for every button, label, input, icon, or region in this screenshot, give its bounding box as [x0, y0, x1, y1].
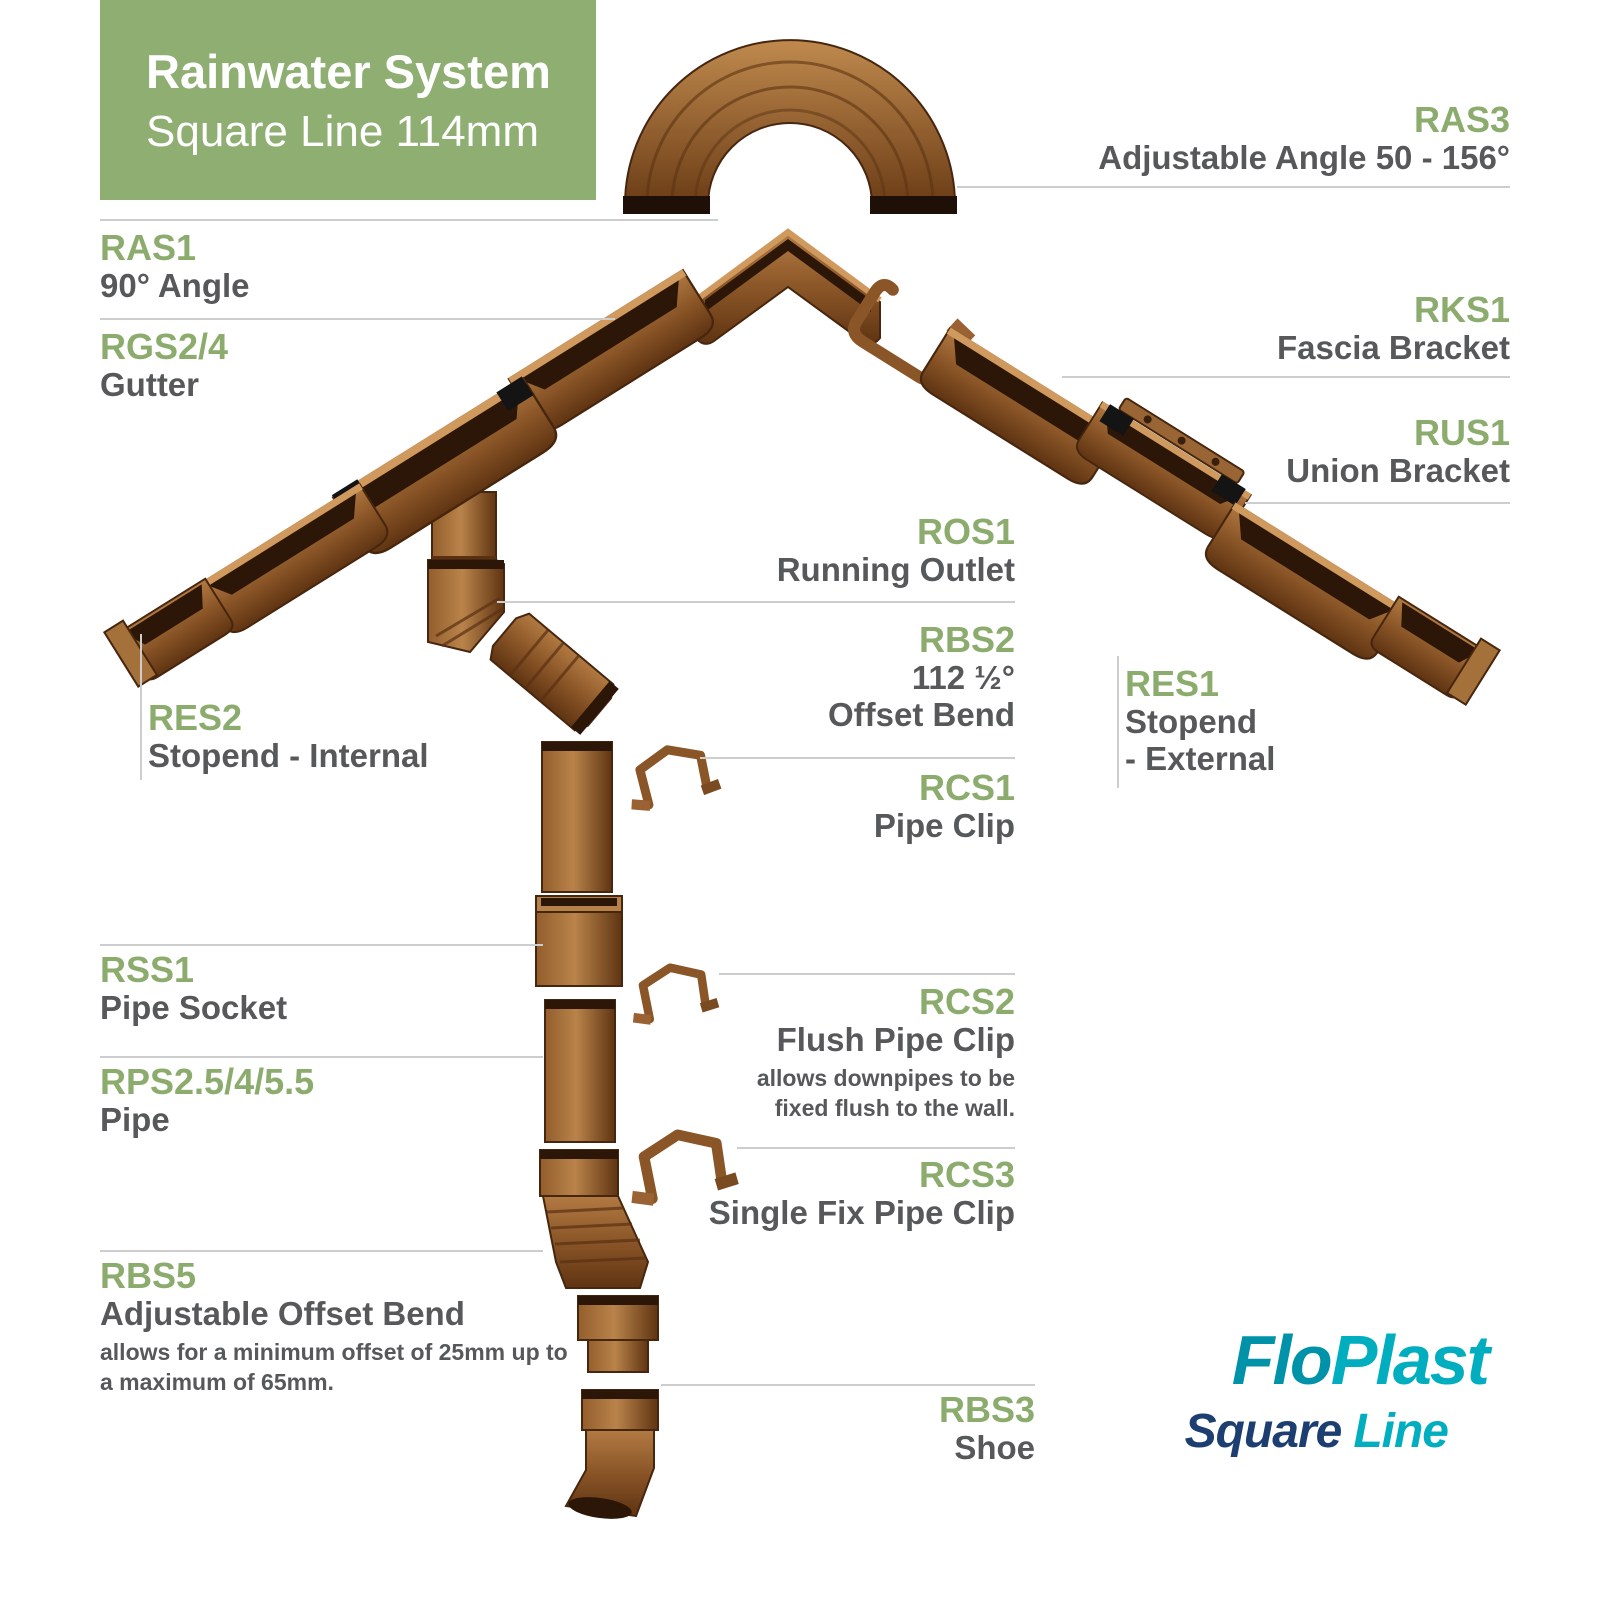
connector-line-res2	[140, 634, 142, 780]
rus1-union-bracket-image	[1071, 397, 1253, 545]
connector-line-ros1	[497, 601, 1015, 603]
part-name: Stopend - Internal	[148, 737, 429, 775]
rbs5-adjustable-offset-bend-image	[539, 1149, 659, 1373]
label-rbs2: RBS2 112 ½° Offset Bend	[827, 619, 1015, 734]
label-ras1: RAS1 90° Angle	[100, 227, 250, 305]
brand-name-part2: Plast	[1330, 1321, 1490, 1399]
part-code: RBS2	[918, 619, 1015, 660]
page-subtitle: Square Line 114mm	[146, 107, 539, 156]
part-name: Pipe	[100, 1101, 170, 1139]
part-code: ROS1	[916, 511, 1015, 552]
part-code: RSS1	[100, 949, 195, 990]
label-res1: RES1 Stopend - External	[1125, 663, 1276, 778]
product-line-part2: Line	[1353, 1405, 1449, 1458]
part-code: RES2	[148, 697, 243, 738]
part-code: RUS1	[1413, 412, 1510, 453]
part-code: RES1	[1125, 663, 1220, 704]
brand-name-part1: Flo	[1231, 1321, 1333, 1399]
part-name: Fascia Bracket	[1277, 329, 1510, 367]
label-ros1: ROS1 Running Outlet	[776, 511, 1015, 589]
label-rks1: RKS1 Fascia Bracket	[1277, 289, 1510, 367]
part-name: Union Bracket	[1286, 452, 1510, 490]
rbs2-offset-bend-image-b	[489, 612, 619, 735]
connector-line-rbs3	[661, 1384, 1035, 1386]
connector-line-rbs5	[100, 1250, 543, 1252]
part-code: RCS2	[918, 981, 1015, 1022]
part-name: 90° Angle	[100, 267, 250, 305]
connector-line-ras1	[100, 219, 718, 221]
rps-pipe-image-1	[541, 741, 613, 893]
part-note: allows for a minimum offset of 25mm up t…	[100, 1339, 568, 1395]
brand-name: FloPlast	[1068, 1320, 1490, 1400]
rbs2-offset-bend-image-a	[427, 559, 505, 654]
part-code: RBS3	[938, 1389, 1035, 1430]
connector-line-rks1	[1062, 376, 1510, 378]
part-name: Adjustable Offset Bend	[100, 1295, 465, 1333]
part-code: RCS3	[918, 1154, 1015, 1195]
part-name: Running Outlet	[776, 551, 1015, 589]
label-rcs1: RCS1 Pipe Clip	[873, 767, 1015, 845]
rss1-pipe-socket-image	[535, 895, 623, 987]
part-name: Flush Pipe Clip	[776, 1021, 1015, 1059]
gutter-image-right-1	[914, 326, 1121, 491]
label-rus1: RUS1 Union Bracket	[1286, 412, 1510, 490]
part-name: Stopend	[1125, 703, 1257, 741]
connector-line-rgs24	[100, 318, 615, 320]
part-name: Gutter	[100, 366, 199, 404]
part-name: Offset Bend	[827, 696, 1015, 734]
label-rbs3: RBS3 Shoe	[938, 1389, 1035, 1467]
connector-line-rcs2	[719, 973, 1015, 975]
label-rps: RPS2.5/4/5.5 Pipe	[100, 1061, 315, 1139]
ras3-adjustable-angle-image	[623, 39, 957, 214]
label-rbs5: RBS5 Adjustable Offset Bend allows for a…	[100, 1255, 570, 1397]
part-name: 112 ½°	[911, 659, 1015, 697]
connector-line-ras3	[957, 186, 1510, 188]
connector-line-rus1	[1245, 502, 1510, 504]
page-title: Rainwater System	[146, 45, 551, 98]
part-name: Shoe	[954, 1429, 1035, 1467]
part-code: RBS5	[100, 1255, 197, 1296]
connector-line-res1	[1117, 656, 1119, 788]
connector-line-rcs1	[700, 757, 1015, 759]
label-res2: RES2 Stopend - Internal	[148, 697, 429, 775]
part-code: RAS1	[100, 227, 197, 268]
label-rcs2: RCS2 Flush Pipe Clip allows downpipes to…	[705, 981, 1015, 1123]
part-note: allows downpipes to be fixed flush to th…	[756, 1065, 1015, 1121]
part-code: RAS3	[1413, 99, 1510, 140]
connector-line-rps	[100, 1056, 543, 1058]
label-rgs24: RGS2/4 Gutter	[100, 326, 229, 404]
label-ras3: RAS3 Adjustable Angle 50 - 156°	[1098, 99, 1510, 177]
part-name: Pipe Clip	[873, 807, 1015, 845]
part-name: Single Fix Pipe Clip	[708, 1194, 1015, 1232]
rcs1-pipe-clip-image	[624, 743, 723, 813]
label-rss1: RSS1 Pipe Socket	[100, 949, 288, 1027]
header-panel: Rainwater System Square Line 114mm	[100, 0, 596, 200]
product-line-part1: Square	[1184, 1405, 1343, 1458]
label-rcs3: RCS3 Single Fix Pipe Clip	[708, 1154, 1015, 1232]
part-code: RKS1	[1413, 289, 1510, 330]
part-code: RGS2/4	[100, 326, 229, 367]
connector-line-rcs3	[737, 1147, 1015, 1149]
part-name: Pipe Socket	[100, 989, 288, 1027]
part-name: Adjustable Angle 50 - 156°	[1098, 139, 1510, 177]
rps-pipe-image-2	[544, 999, 616, 1143]
part-name: - External	[1125, 740, 1276, 778]
rbs3-shoe-image	[564, 1389, 659, 1519]
part-code: RPS2.5/4/5.5	[100, 1061, 315, 1102]
connector-line-rss1	[100, 944, 543, 946]
part-code: RCS1	[918, 767, 1015, 808]
